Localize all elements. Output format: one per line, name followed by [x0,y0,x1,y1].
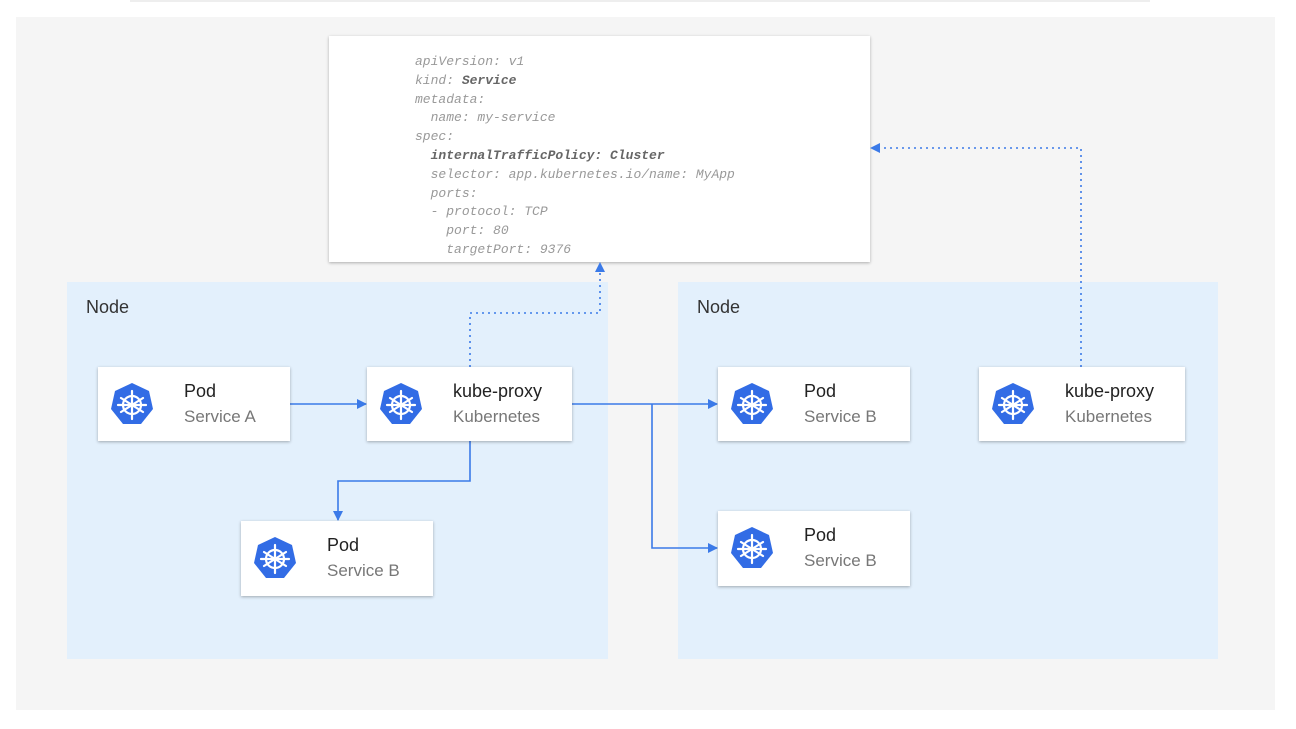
yaml-line: selector: app.kubernetes.io/name: MyApp [430,166,735,182]
node-right: Node [678,282,1218,659]
yaml-line: - protocol: TCP [430,204,548,220]
dotted-proxy-right-to-service [870,143,1082,367]
yaml-line: ports: [430,185,478,201]
card-pod-service-b-right-1[interactable]: Pod Service B [718,367,910,441]
yaml-line: metadata: [415,91,486,107]
card-title: Pod [804,381,837,401]
card-pod-service-a[interactable]: Pod Service A [98,367,290,441]
card-kube-proxy-left[interactable]: kube-proxy Kubernetes [367,367,572,441]
kubernetes-icon [379,382,423,426]
card-title: kube-proxy [453,381,543,401]
yaml-line: kind: Service [415,72,517,88]
kubernetes-icon [110,382,154,426]
card-subtitle: Kubernetes [453,407,540,426]
yaml-line: name: my-service [430,110,556,126]
arrow-proxy-to-podb-left [333,441,471,521]
node-left: Node [67,282,608,659]
card-subtitle: Kubernetes [1065,407,1152,426]
kubernetes-icon [253,536,297,580]
kubernetes-icon [730,382,774,426]
yaml-line: apiVersion: v1 [415,54,525,69]
card-kube-proxy-right[interactable]: kube-proxy Kubernetes [979,367,1185,441]
arrow-proxy-to-podb-right2 [651,404,718,553]
card-subtitle: Service B [327,561,400,580]
card-title: Pod [804,525,837,545]
card-title: Pod [184,381,217,401]
card-pod-service-b-right-2[interactable]: Pod Service B [718,511,910,586]
kubernetes-icon [991,382,1035,426]
card-title: Pod [327,535,360,555]
yaml-line: internalTrafficPolicy: Cluster [430,147,665,163]
yaml-line: port: 80 [446,223,509,239]
kubernetes-icon [730,526,774,570]
node-label: Node [86,297,130,317]
yaml-line: spec: [415,129,455,145]
top-divider [130,0,1150,2]
card-subtitle: Service A [184,407,256,426]
yaml-line: targetPort: 9376 [446,241,572,257]
dotted-proxy-left-to-service [469,262,605,367]
node-label: Node [697,297,741,317]
card-title: kube-proxy [1065,381,1155,401]
card-pod-service-b-left[interactable]: Pod Service B [241,521,433,596]
card-subtitle: Service B [804,551,877,570]
service-yaml-box: apiVersion: v1 kind: Service metadata: nam… [329,36,870,262]
yaml-code: apiVersion: v1 kind: Service metadata: nam… [415,53,735,260]
card-subtitle: Service B [804,407,877,426]
